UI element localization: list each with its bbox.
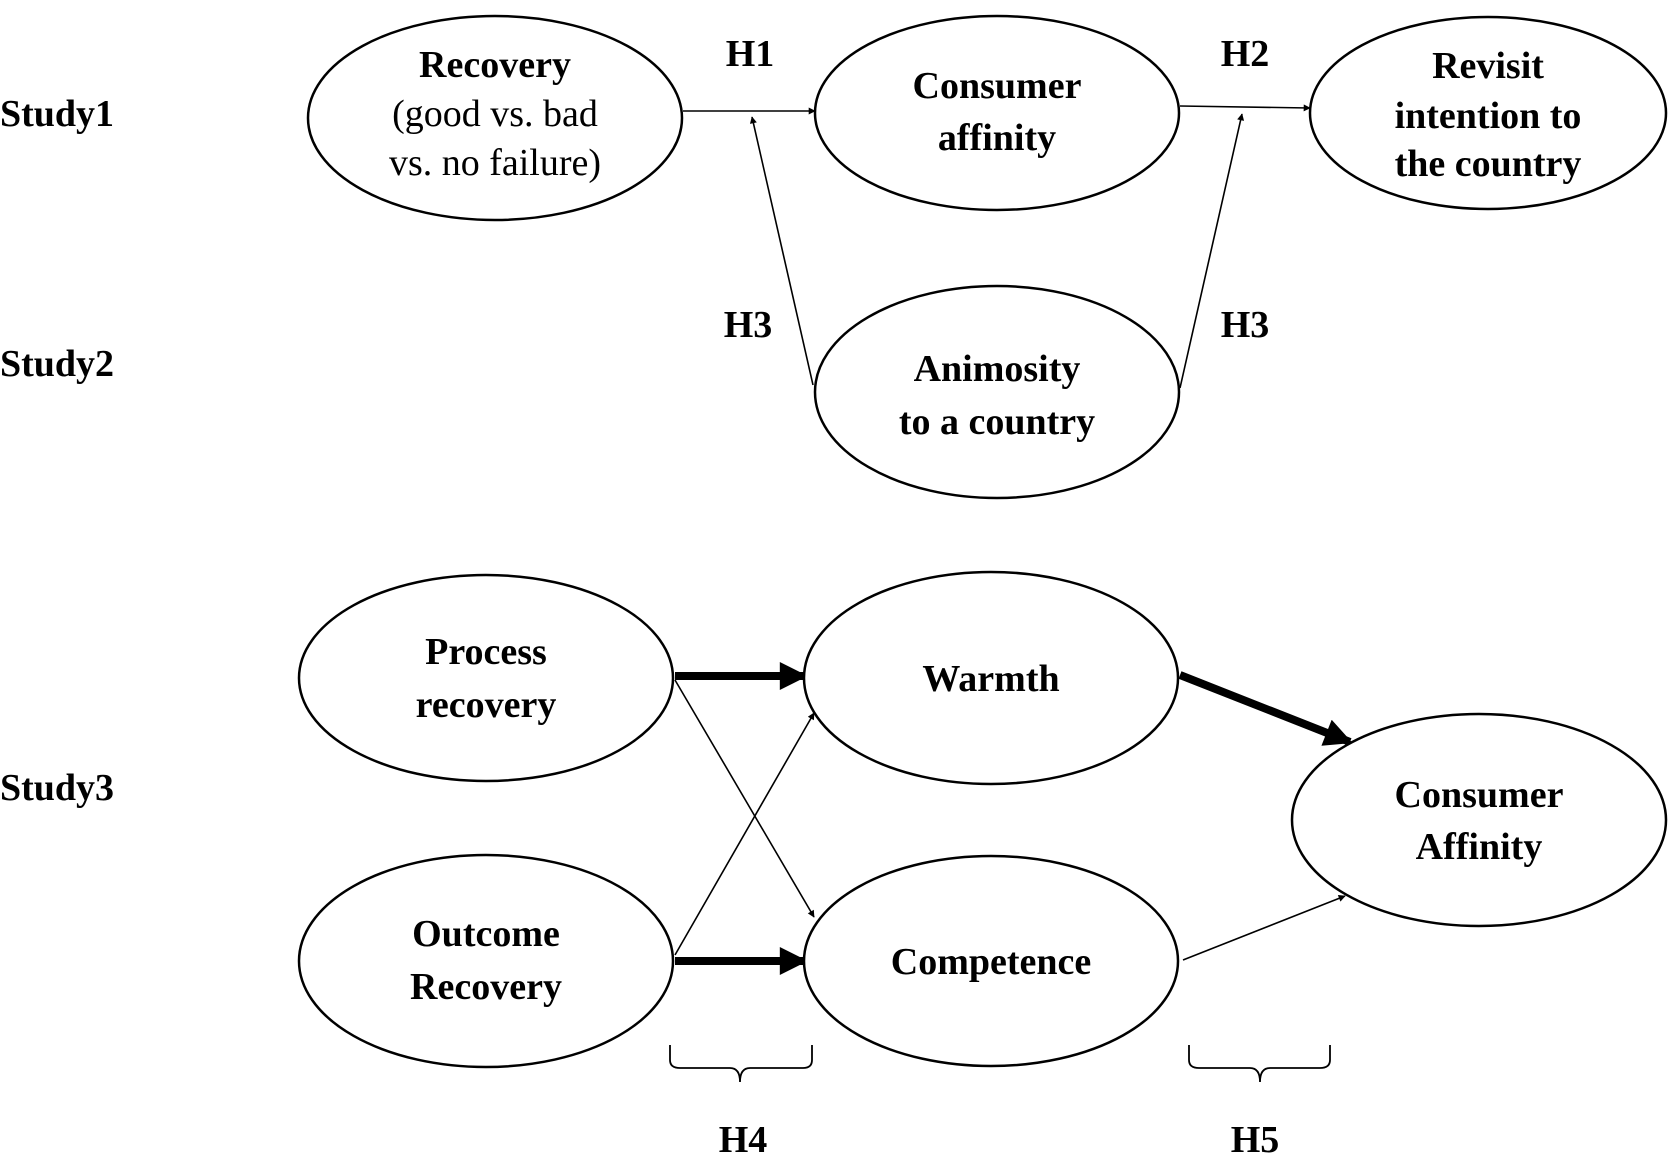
node-recovery-line3: vs. no failure) <box>389 142 601 184</box>
edge-affinity-to-revisit <box>1179 104 1311 112</box>
brace-h5 <box>1188 1045 1331 1083</box>
edge-animosity-to-h2 <box>1179 113 1245 389</box>
node-recovery: Recovery (good vs. bad vs. no failure) <box>306 14 684 222</box>
node-revisit-line1: Revisit <box>1432 45 1544 87</box>
hypothesis-h2-label: H2 <box>1221 33 1270 75</box>
node-consumer-affinity-study3: Consumer Affinity <box>1290 712 1668 928</box>
node-revisit-intention: Revisit intention to the country <box>1308 15 1668 211</box>
node-outcome-recovery-line2: Recovery <box>410 966 562 1008</box>
study2-label: Study2 <box>0 343 114 385</box>
hypothesis-h1-label: H1 <box>726 33 775 75</box>
node-competence-line1: Competence <box>891 941 1091 983</box>
node-animosity-line2: to a country <box>899 401 1095 443</box>
hypothesis-h5-label: H5 <box>1231 1119 1280 1157</box>
node-competence: Competence <box>802 854 1180 1068</box>
node-recovery-line2: (good vs. bad <box>392 93 598 135</box>
study1-label: Study1 <box>0 93 114 135</box>
node-outcome-recovery-line1: Outcome <box>412 913 560 955</box>
edge-outcome-to-warmth <box>674 712 815 956</box>
node-process-recovery-line1: Process <box>425 631 547 673</box>
node-warmth-line1: Warmth <box>922 658 1059 700</box>
node-outcome-recovery: Outcome Recovery <box>297 853 675 1069</box>
node-consumer-affinity-line1: Consumer <box>913 65 1082 107</box>
node-warmth: Warmth <box>802 570 1180 786</box>
node-process-recovery-line2: recovery <box>416 684 557 726</box>
node-revisit-line3: the country <box>1395 143 1582 185</box>
node-process-recovery: Process recovery <box>297 573 675 783</box>
node-revisit-line2: intention to <box>1395 95 1582 137</box>
hypothesis-h3-left-label: H3 <box>724 304 773 346</box>
node-recovery-line1: Recovery <box>419 44 571 86</box>
node-animosity-line1: Animosity <box>914 348 1081 390</box>
node-consumer-affinity-study3-line2: Affinity <box>1416 826 1543 868</box>
hypothesis-h4-label: H4 <box>719 1119 768 1157</box>
node-consumer-affinity: Consumer affinity <box>813 14 1181 212</box>
edge-warmth-to-affinity <box>1178 671 1353 746</box>
edge-competence-to-affinity <box>1182 895 1346 961</box>
node-consumer-affinity-line2: affinity <box>938 117 1056 159</box>
node-animosity: Animosity to a country <box>813 284 1181 500</box>
brace-h4 <box>669 1045 813 1083</box>
study3-label: Study3 <box>0 767 114 809</box>
edge-process-to-competence <box>674 679 815 918</box>
hypothesis-h3-right-label: H3 <box>1221 304 1270 346</box>
edge-animosity-to-h1 <box>749 116 814 386</box>
node-consumer-affinity-study3-line1: Consumer <box>1395 774 1564 816</box>
